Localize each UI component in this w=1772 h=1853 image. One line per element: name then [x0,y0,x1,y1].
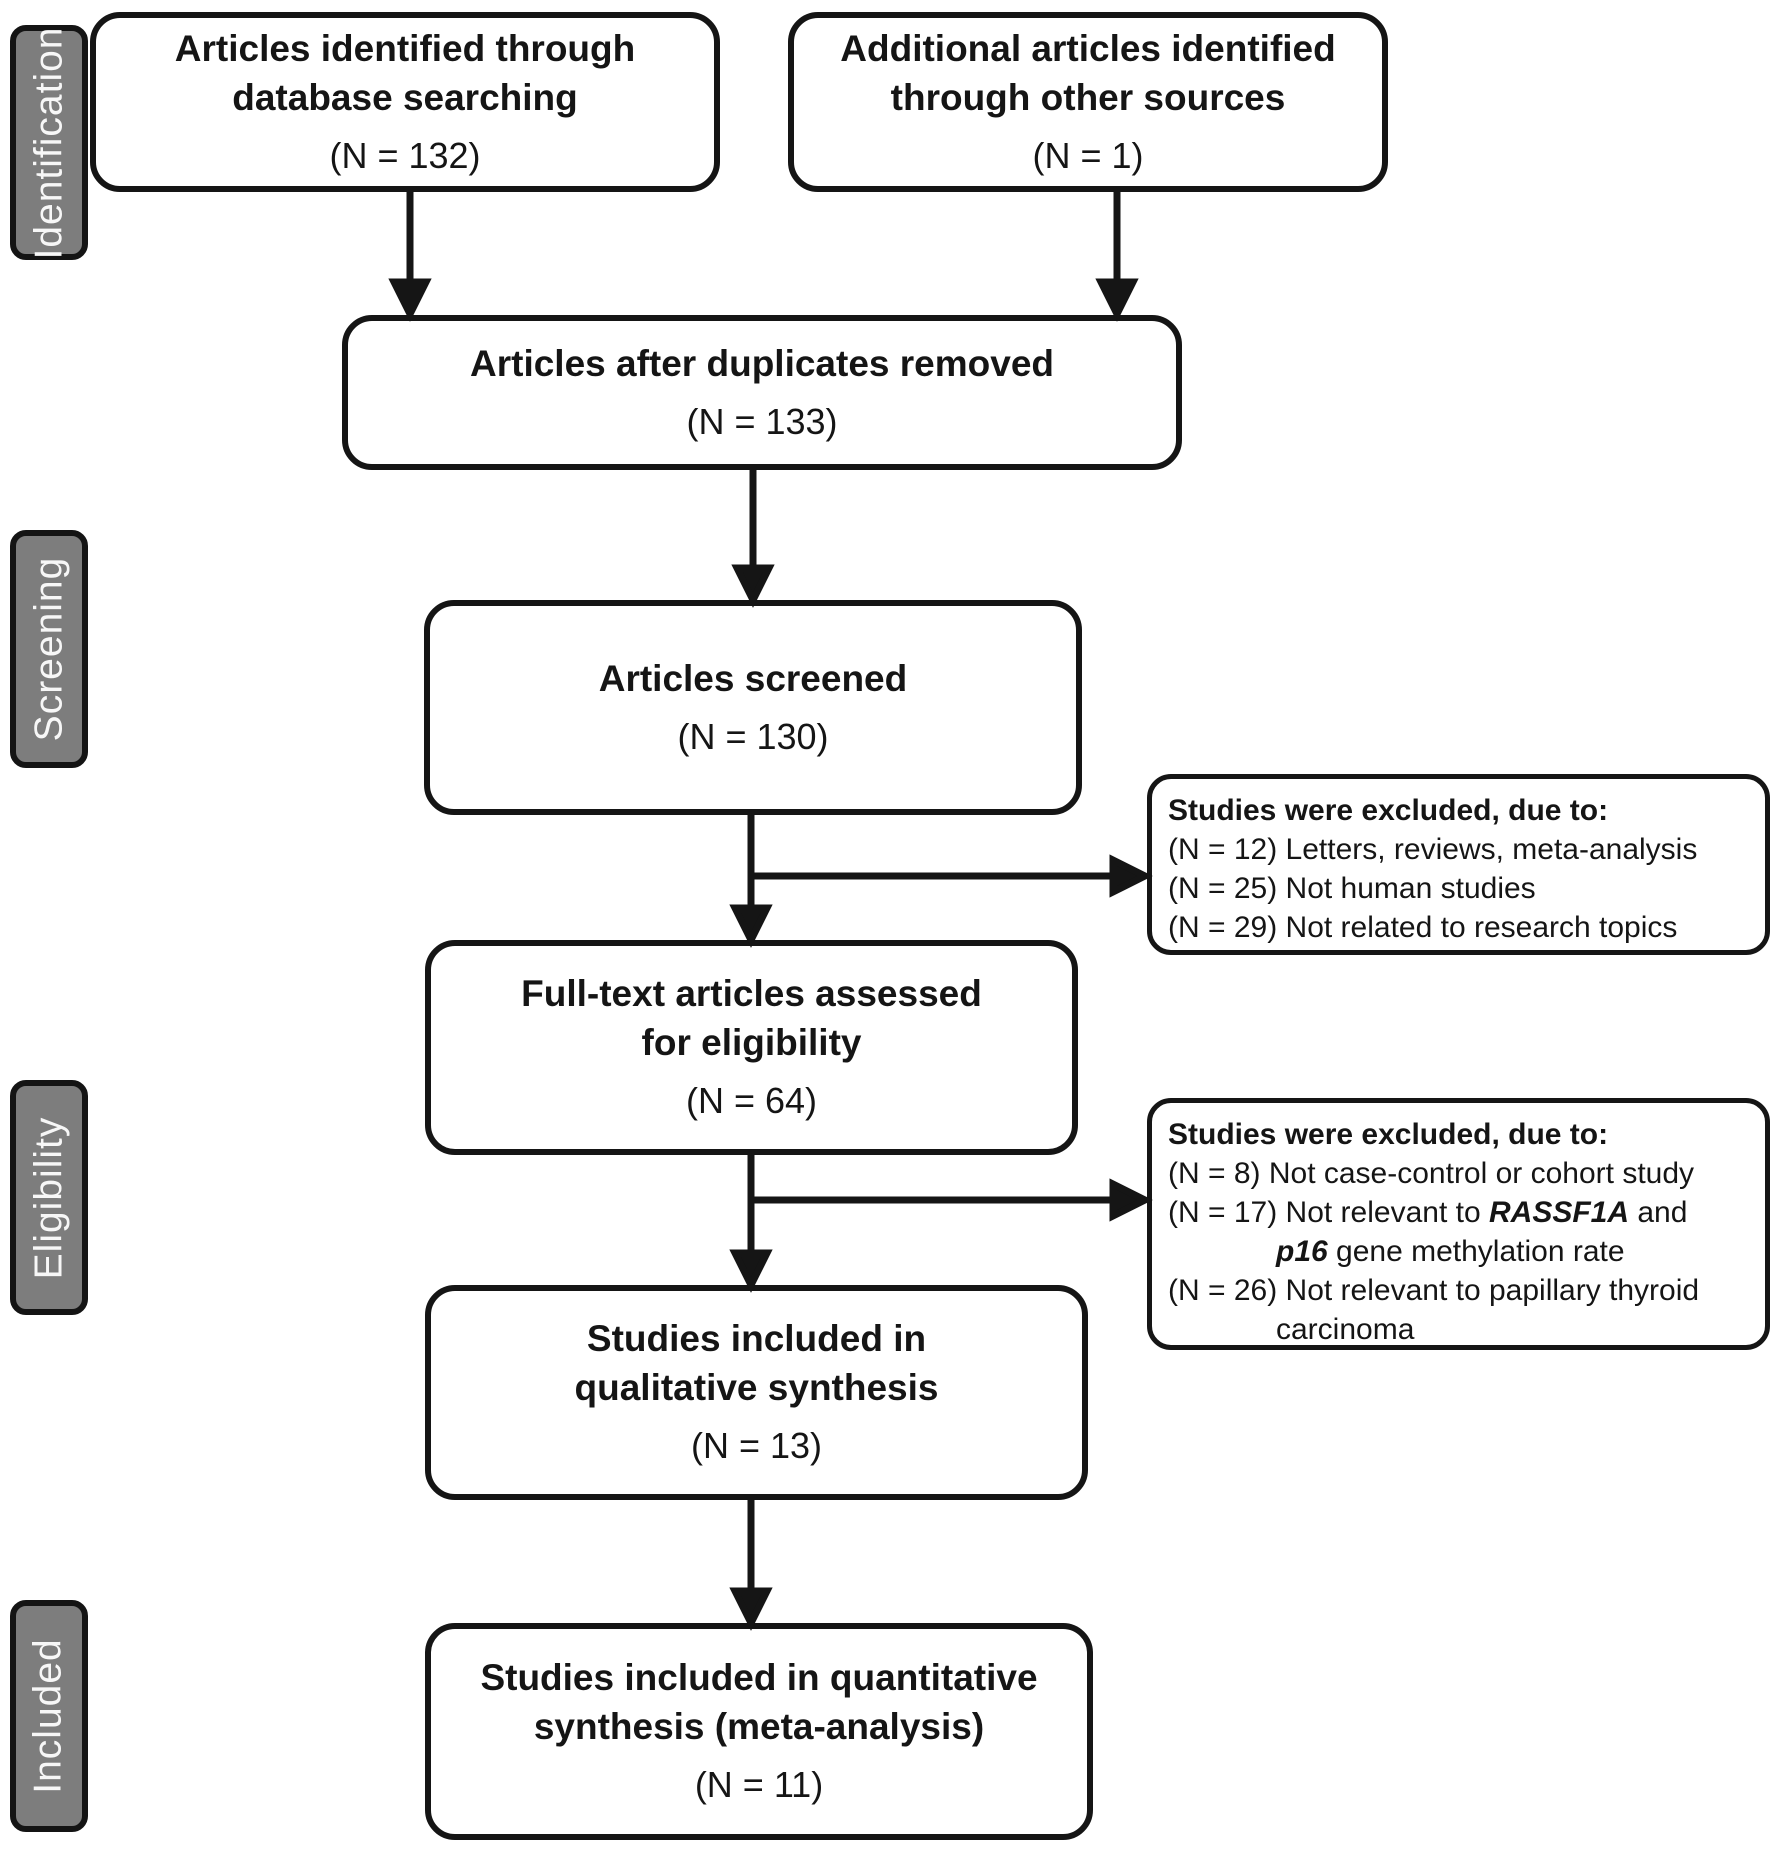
exclusion-item: (N = 12) Letters, reviews, meta-analysis [1168,833,1698,866]
exclusion-item: (N = 25) Not human studies [1168,872,1536,905]
exclusion-item-text: (N = 17) Not relevant to [1168,1196,1489,1229]
box-title-line: Articles screened [598,657,908,699]
box-count: (N = 64) [685,1080,818,1122]
box-title-line: synthesis (meta-analysis) [533,1706,985,1748]
exclusion-box-eligibility: Studies were excluded, due to: (N = 8) N… [1147,1098,1770,1350]
stage-label-text: Identification [27,26,71,259]
box-title-line: qualitative synthesis [574,1367,939,1409]
gene-name-rassf1a: RASSF1A [1488,1196,1630,1229]
box-title-line: Studies included in [586,1318,927,1360]
box-quantitative-synthesis: Studies included in quantitative synthes… [425,1623,1093,1840]
box-count: (N = 11) [694,1764,824,1806]
stage-label-identification: Identification [10,25,88,260]
stage-label-eligibility: Eligibility [10,1080,88,1315]
box-title-line: Additional articles identified [840,27,1336,69]
arrowhead-screened-to-fulltext [729,904,773,948]
exclusion-item: (N = 8) Not case-control or cohort study [1168,1157,1695,1190]
box-count: (N = 130) [677,715,829,757]
box-title-line: Articles identified through [174,27,636,69]
exclusion-item-text: and [1629,1196,1688,1229]
box-title-line: Studies included in quantitative [480,1657,1038,1699]
stage-label-text: Included [27,1638,71,1794]
box-count: (N = 1) [1032,134,1144,176]
arrowhead-fulltext-to-qualitative [729,1249,773,1293]
arrowhead-qualitative-to-quantitative [729,1587,773,1631]
exclusion-item-text: gene methylation rate [1327,1235,1625,1268]
box-title-line: Full-text articles assessed [521,973,982,1015]
arrowhead-branch-to-exclusion-eligibility [1109,1178,1153,1222]
box-identified-database: Articles identified through database sea… [90,12,720,192]
gene-name-p16: p16 [1276,1235,1328,1268]
box-count: (N = 132) [329,134,481,176]
exclusion-item-continuation: carcinoma [1276,1313,1415,1346]
exclusion-title: Studies were excluded, due to: [1168,1118,1609,1151]
arrowhead-duplicates-to-screened [731,564,775,608]
box-count: (N = 133) [686,400,838,442]
stage-label-screening: Screening [10,530,88,768]
box-title-line: Articles after duplicates removed [470,342,1054,384]
stage-label-included: Included [10,1600,88,1832]
box-identified-other: Additional articles identified through o… [788,12,1388,192]
box-title-line: database searching [232,76,578,118]
box-qualitative-synthesis: Studies included in qualitative synthesi… [425,1285,1088,1500]
exclusion-item: (N = 29) Not related to research topics [1168,911,1678,944]
exclusion-item: (N = 26) Not relevant to papillary thyro… [1168,1274,1700,1307]
stage-label-text: Screening [27,556,70,742]
exclusion-item: (N = 17) Not relevant to RASSF1A and [1168,1193,1749,1232]
box-count: (N = 13) [690,1425,823,1467]
box-screened: Articles screened (N = 130) [424,600,1082,815]
exclusion-title: Studies were excluded, due to: [1168,794,1609,827]
box-duplicates-removed: Articles after duplicates removed (N = 1… [342,315,1182,470]
arrowhead-other-to-duplicates [1095,278,1139,322]
stage-label-text: Eligibility [27,1116,70,1279]
exclusion-box-screening: Studies were excluded, due to: (N = 12) … [1147,774,1770,955]
box-title-line: through other sources [890,76,1286,118]
arrowhead-branch-to-exclusion-screening [1109,854,1153,898]
exclusion-item-continuation: p16 gene methylation rate [1168,1232,1749,1271]
box-title-line: for eligibility [641,1022,862,1064]
arrowhead-database-to-duplicates [388,278,432,322]
box-fulltext-assessed: Full-text articles assessed for eligibil… [425,940,1078,1155]
